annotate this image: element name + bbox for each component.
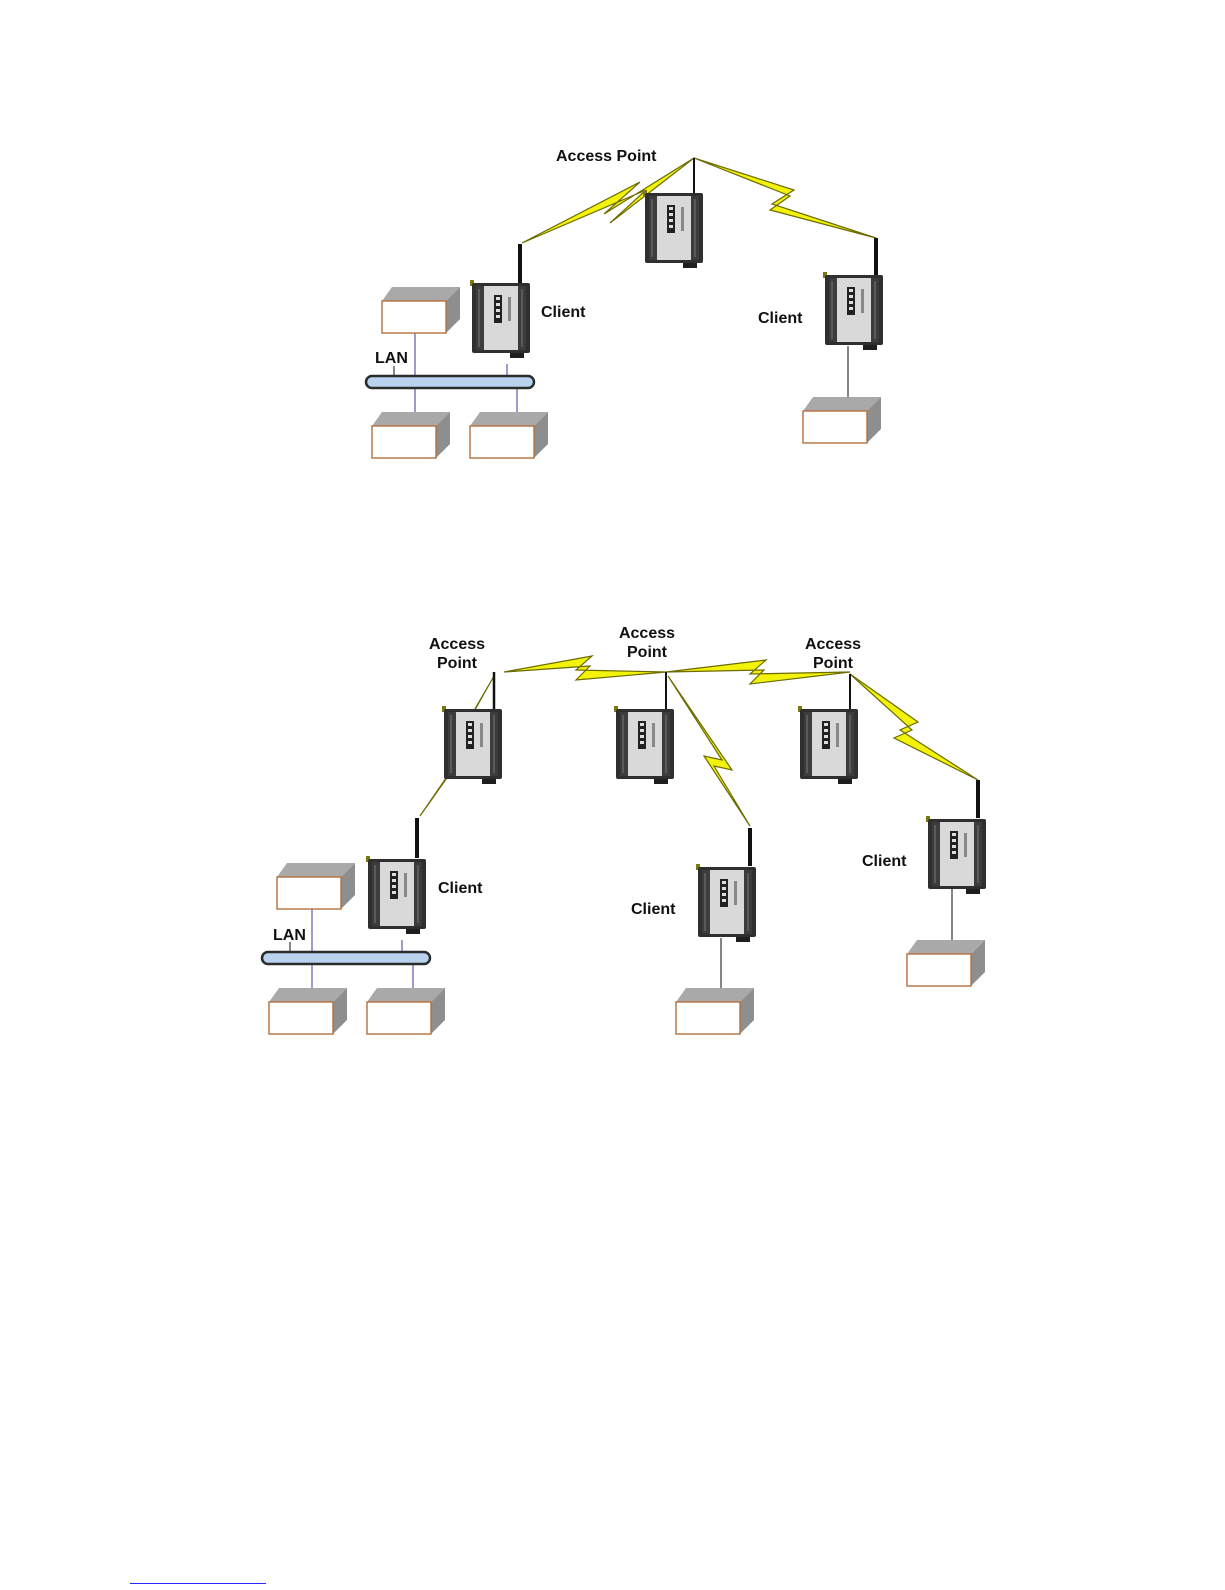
radio-device-icon (470, 280, 530, 358)
footer-rule (130, 1583, 266, 1584)
client-label: Client (541, 304, 586, 321)
lan-bus-icon (366, 376, 534, 388)
access-point-label: Access (619, 625, 675, 642)
computer-box-icon (470, 412, 548, 458)
computer-box-icon (372, 412, 450, 458)
diagram-2: Access Point Access Point Access Point C… (262, 625, 986, 1034)
lan-label: LAN (375, 350, 408, 367)
lightning-link-icon (420, 656, 978, 826)
radio-device-icon (442, 706, 502, 784)
access-point-label: Access (805, 636, 861, 653)
access-point-label: Access Point (556, 148, 657, 165)
radio-device-icon (614, 706, 674, 784)
computer-box-icon (367, 988, 445, 1034)
lan-bus-icon (262, 952, 430, 964)
computer-box-icon (382, 287, 460, 333)
radio-device-icon (798, 706, 858, 784)
computer-box-icon (676, 988, 754, 1034)
computer-box-icon (269, 988, 347, 1034)
access-point-label: Point (437, 655, 478, 672)
radio-device-icon (926, 816, 986, 894)
radio-device-icon (366, 856, 426, 934)
computer-box-icon (907, 940, 985, 986)
access-point-label: Point (813, 655, 854, 672)
access-point-label: Access (429, 636, 485, 653)
diagram-1: Access Point Client Client LAN (366, 148, 883, 458)
client-label: Client (758, 310, 803, 327)
computer-box-icon (803, 397, 881, 443)
radio-device-icon (696, 864, 756, 942)
radio-device-icon (823, 272, 883, 350)
access-point-label: Point (627, 644, 668, 661)
lan-label: LAN (273, 927, 306, 944)
radio-device-icon (643, 190, 703, 268)
computer-box-icon (277, 863, 355, 909)
client-label: Client (862, 853, 907, 870)
client-label: Client (438, 880, 483, 897)
client-label: Client (631, 901, 676, 918)
